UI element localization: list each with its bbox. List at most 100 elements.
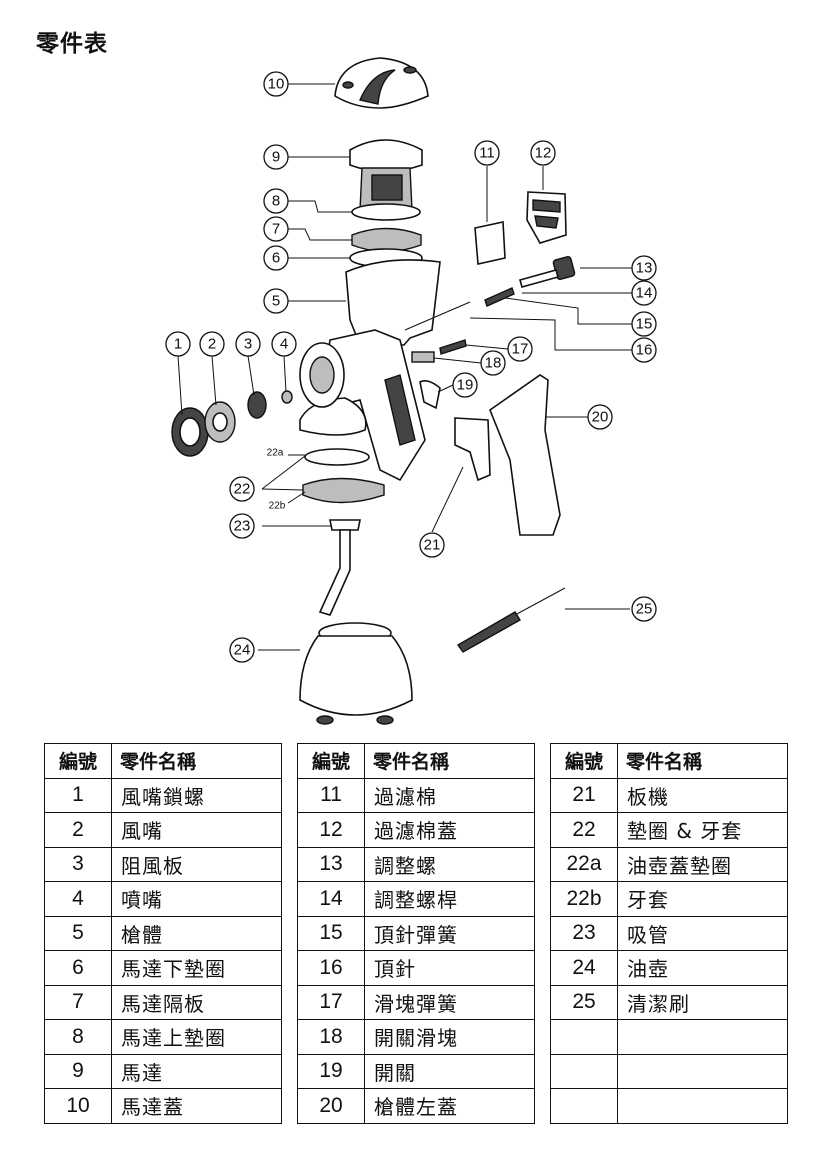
callout-label: 5 [272, 293, 280, 310]
part-number: 20 [297, 1088, 365, 1124]
part-motor-plate [351, 227, 422, 253]
part-filter-cotton [474, 221, 506, 265]
part-name: 過濾棉 [364, 777, 535, 813]
callout-1: 1 [165, 331, 191, 357]
callout-20: 20 [587, 404, 613, 430]
part-name: 槍體 [111, 915, 282, 951]
part-number: 14 [297, 881, 365, 917]
part-number: 21 [550, 777, 618, 813]
callout-label: 9 [272, 149, 280, 166]
part-name: 墊圈 & 牙套 [617, 812, 788, 848]
callout-label: 25 [636, 601, 653, 618]
callout-label: 22b [269, 501, 286, 512]
callout-16: 16 [631, 337, 657, 363]
part-name: 板機 [617, 777, 788, 813]
part-straw [318, 519, 361, 616]
part-number: 10 [44, 1088, 112, 1124]
callout-label: 24 [234, 642, 251, 659]
callout-label: 23 [234, 518, 251, 535]
callout-22: 22 [229, 476, 255, 502]
part-number: 2 [44, 812, 112, 848]
part-name: 頂針彈簧 [364, 915, 535, 951]
callout-2: 2 [199, 331, 225, 357]
part-number: 15 [297, 915, 365, 951]
callout-5: 5 [263, 288, 289, 314]
callout-6: 6 [263, 245, 289, 271]
part-number: 24 [550, 950, 618, 986]
part-name: 吸管 [617, 915, 788, 951]
table-row [550, 1088, 788, 1124]
callout-12: 12 [530, 140, 556, 166]
part-name: 開關滑塊 [364, 1019, 535, 1055]
callout-23: 23 [229, 513, 255, 539]
part-name: 馬達隔板 [111, 984, 282, 1020]
part-name: 槍體左蓋 [364, 1088, 535, 1124]
callout-7: 7 [263, 216, 289, 242]
part-name [617, 1019, 788, 1055]
part-name: 風嘴鎖螺 [111, 777, 282, 813]
part-number [550, 1053, 618, 1089]
callout-label: 18 [485, 355, 502, 372]
callout-label: 11 [479, 145, 495, 162]
part-motor [349, 139, 423, 211]
callout-10: 10 [263, 71, 289, 97]
callout-label: 17 [512, 341, 529, 358]
callout-label: 1 [174, 336, 182, 353]
callout-label: 13 [636, 260, 653, 277]
callout-label: 16 [636, 342, 653, 359]
callout-8: 8 [263, 188, 289, 214]
part-name: 馬達 [111, 1053, 282, 1089]
part-gun-left-cover [489, 374, 561, 536]
part-number: 4 [44, 881, 112, 917]
part-motor-cover [334, 57, 429, 109]
part-number: 22a [550, 846, 618, 882]
part-number: 12 [297, 812, 365, 848]
part-number: 9 [44, 1053, 112, 1089]
callout-19: 19 [452, 372, 478, 398]
callout-label: 4 [280, 336, 288, 353]
header-part-name: 零件名稱 [617, 743, 788, 779]
table-row [550, 1019, 788, 1055]
part-number: 11 [297, 777, 365, 813]
callout-label: 3 [244, 336, 252, 353]
part-number: 23 [550, 915, 618, 951]
part-adjust-screw [519, 255, 576, 288]
callout-14: 14 [631, 280, 657, 306]
part-trigger [454, 417, 491, 482]
callout-label: 6 [272, 250, 280, 267]
part-name: 阻風板 [111, 846, 282, 882]
callout-label: 15 [636, 316, 653, 333]
callout-label: 12 [535, 145, 552, 162]
part-name: 油壺蓋墊圈 [617, 846, 788, 882]
part-number: 7 [44, 984, 112, 1020]
callout-label: 2 [208, 336, 216, 353]
header-number: 編號 [297, 743, 365, 779]
callout-label: 14 [636, 285, 653, 302]
part-name [617, 1088, 788, 1124]
part-name: 噴嘴 [111, 881, 282, 917]
page-title: 零件表 [36, 31, 108, 57]
callout-4: 4 [271, 331, 297, 357]
callout-label: 8 [272, 193, 280, 210]
part-number: 6 [44, 950, 112, 986]
part-name: 清潔刷 [617, 984, 788, 1020]
part-name [617, 1053, 788, 1089]
part-switch [419, 380, 441, 410]
part-name: 馬達上墊圈 [111, 1019, 282, 1055]
part-gun-body [299, 259, 441, 482]
